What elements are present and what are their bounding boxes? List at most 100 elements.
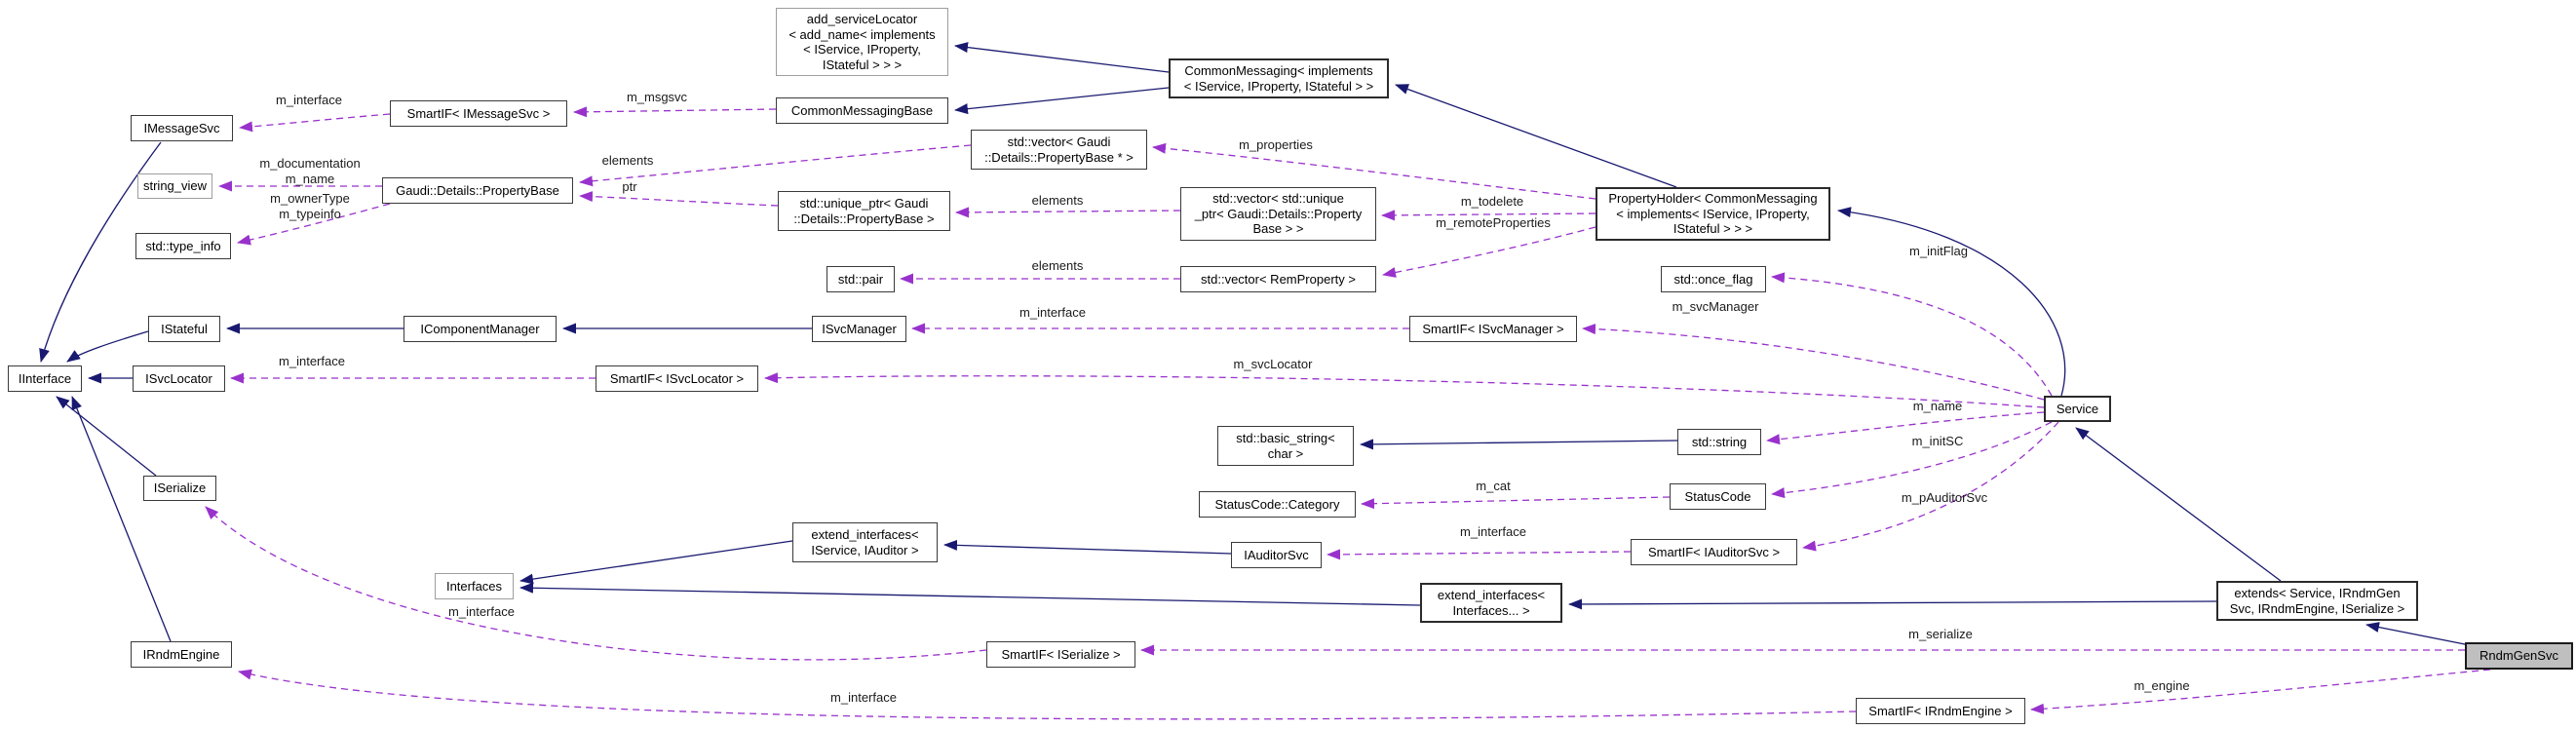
node-basic-string-label: char > [1267, 445, 1304, 461]
edge-use-mcat [1361, 496, 1671, 510]
node-propertyholder[interactable]: PropertyHolder< CommonMessaging< impleme… [1596, 187, 1830, 241]
node-extend-interfaces-interfaces[interactable]: extend_interfaces<Interfaces... > [1420, 583, 1562, 623]
node-icomponentmanager[interactable]: IComponentManager [404, 316, 557, 342]
node-commonmessaging-label: CommonMessaging< implements [1184, 63, 1373, 78]
node-iinterface[interactable]: IInterface [8, 365, 82, 392]
node-smartif-imessagesvc[interactable]: SmartIF< IMessageSvc > [390, 100, 567, 127]
edge-use-mpauditorsvc [1802, 421, 2059, 552]
edge-label-use-elements-vecpb: elements [601, 153, 654, 168]
edge-label-use-ptr: ptr [622, 179, 637, 194]
node-istateful[interactable]: IStateful [148, 316, 220, 342]
edge-inh-imessagesvc-iinterface [39, 141, 162, 363]
node-icomponentmanager-label: IComponentManager [420, 321, 540, 336]
edge-use-minterface-imessagesvc [239, 113, 391, 133]
node-iserialize[interactable]: ISerialize [143, 476, 216, 501]
edge-inh-irndmengine-iinterface [71, 396, 172, 642]
edge-label-use-mserialize: m_serialize [1908, 627, 1973, 641]
edge-use-mproperties [1152, 142, 1596, 200]
node-service-label: Service [2056, 401, 2099, 416]
node-iserialize-label: ISerialize [153, 480, 207, 496]
node-imessagesvc-label: IMessageSvc [143, 120, 220, 135]
node-statuscode-category-label: StatusCode::Category [1214, 496, 1340, 512]
edge-use-mname [1766, 411, 2045, 445]
node-statuscode[interactable]: StatusCode [1670, 483, 1766, 510]
node-add-servicelocator[interactable]: add_serviceLocator< add_name< implements… [776, 8, 948, 76]
node-unique-ptr-label: ::Details::PropertyBase > [793, 211, 935, 226]
node-property-base[interactable]: Gaudi::Details::PropertyBase [382, 177, 573, 204]
edge-use-minterface-irndmengine [238, 669, 1857, 720]
node-extend-interfaces-interfaces-label: Interfaces... > [1452, 602, 1530, 618]
node-smartif-isvcmanager[interactable]: SmartIF< ISvcManager > [1409, 316, 1577, 342]
node-vector-propertybase-ptr[interactable]: std::vector< Gaudi::Details::PropertyBas… [971, 130, 1147, 170]
node-rndmgensvc[interactable]: RndmGenSvc [2465, 642, 2573, 670]
edge-use-mtodelete [1381, 210, 1596, 221]
node-extend-interfaces-iservice-iauditor-label: extend_interfaces< [811, 527, 919, 542]
node-propertyholder-label: IStateful > > > [1672, 221, 1753, 237]
node-std-once-flag[interactable]: std::once_flag [1661, 266, 1766, 292]
node-vector-remproperty[interactable]: std::vector< RemProperty > [1180, 266, 1376, 292]
node-imessagesvc[interactable]: IMessageSvc [131, 115, 233, 141]
edge-label-use-mcat: m_cat [1476, 479, 1511, 493]
edge-label-use-msvcmanager: m_svcManager [1672, 299, 1759, 314]
node-statuscode-category[interactable]: StatusCode::Category [1199, 491, 1356, 518]
node-commonmessagingbase[interactable]: CommonMessagingBase [776, 97, 948, 124]
edge-label-use-mname: m_name [1912, 399, 1963, 413]
node-service[interactable]: Service [2044, 396, 2111, 422]
node-unique-ptr[interactable]: std::unique_ptr< Gaudi::Details::Propert… [778, 191, 950, 231]
node-smartif-imessagesvc-label: SmartIF< IMessageSvc > [406, 105, 551, 121]
edge-inh-service-ph [1837, 207, 2066, 397]
node-irndmengine[interactable]: IRndmEngine [131, 641, 232, 668]
node-basic-string-label: std::basic_string< [1236, 431, 1335, 445]
node-vector-propertybase-ptr-label: std::vector< Gaudi [1007, 134, 1111, 149]
node-commonmessagingbase-label: CommonMessagingBase [790, 102, 934, 118]
node-isvclocator[interactable]: ISvcLocator [133, 365, 225, 392]
edge-inh-stdstring-basicstring [1360, 439, 1678, 450]
node-add-servicelocator-label: < IService, IProperty, [803, 42, 921, 57]
node-propertyholder-label: PropertyHolder< CommonMessaging [1608, 191, 1818, 207]
node-std-once-flag-label: std::once_flag [1673, 271, 1753, 287]
node-smartif-irndmengine[interactable]: SmartIF< IRndmEngine > [1856, 698, 2025, 724]
node-interfaces[interactable]: Interfaces [435, 573, 514, 599]
node-smartif-iauditorsvc[interactable]: SmartIF< IAuditorSvc > [1631, 539, 1797, 565]
node-istateful-label: IStateful [161, 321, 208, 336]
node-std-type-info[interactable]: std::type_info [135, 233, 231, 259]
node-vector-remproperty-label: std::vector< RemProperty > [1201, 271, 1356, 287]
node-iauditorsvc[interactable]: IAuditorSvc [1231, 542, 1322, 568]
edge-inh-cm-addsvclocator [954, 42, 1170, 73]
node-vector-propertybase-ptr-label: ::Details::PropertyBase * > [984, 149, 1134, 165]
node-statuscode-label: StatusCode [1684, 488, 1751, 504]
node-basic-string[interactable]: std::basic_string<char > [1217, 426, 1354, 466]
edge-inh-iauditorsvc-extif [943, 539, 1232, 555]
node-smartif-isvclocator[interactable]: SmartIF< ISvcLocator > [596, 365, 758, 392]
node-smartif-iserialize[interactable]: SmartIF< ISerialize > [986, 641, 1135, 668]
node-commonmessaging[interactable]: CommonMessaging< implements< IService, I… [1169, 58, 1389, 98]
node-property-base-label: Gaudi::Details::PropertyBase [396, 182, 559, 198]
node-isvcmanager[interactable]: ISvcManager [812, 316, 906, 342]
edge-label-use-minterface-imessagesvc: m_interface [276, 93, 342, 107]
edge-use-msvclocator [764, 372, 2045, 408]
edge-label-use-elements-vecuniq: elements [1031, 193, 1084, 208]
node-std-string[interactable]: std::string [1677, 429, 1761, 455]
node-extend-interfaces-iservice-iauditor-label: IService, IAuditor > [811, 542, 919, 557]
node-std-pair[interactable]: std::pair [827, 266, 895, 292]
node-extends-box-label: Svc, IRndmEngine, ISerialize > [2229, 600, 2405, 616]
edge-use-mmsgsvc [573, 106, 777, 118]
node-vector-unique-ptr[interactable]: std::vector< std::unique_ptr< Gaudi::Det… [1180, 187, 1376, 241]
edge-label-use-mpauditorsvc: m_pAuditorSvc [1901, 490, 1988, 505]
node-smartif-isvcmanager-label: SmartIF< ISvcManager > [1422, 321, 1564, 336]
edge-inh-iserialize-iinterface [56, 396, 157, 477]
node-smartif-iauditorsvc-label: SmartIF< IAuditorSvc > [1647, 544, 1781, 559]
edge-label-use-mproperties: m_properties [1239, 137, 1313, 152]
node-string-view[interactable]: string_view [137, 173, 212, 199]
node-irndmengine-label: IRndmEngine [142, 646, 220, 662]
edge-label-use-mmsgsvc: m_msgsvc [626, 90, 688, 104]
node-unique-ptr-label: std::unique_ptr< Gaudi [799, 196, 929, 211]
edge-inh-extif-interfaces [519, 540, 793, 585]
node-extends-box-label: extends< Service, IRndmGen [2234, 586, 2401, 600]
node-iauditorsvc-label: IAuditorSvc [1244, 547, 1309, 562]
edge-use-msvcmanager [1582, 324, 2045, 401]
node-extend-interfaces-iservice-iauditor[interactable]: extend_interfaces<IService, IAuditor > [792, 522, 938, 562]
